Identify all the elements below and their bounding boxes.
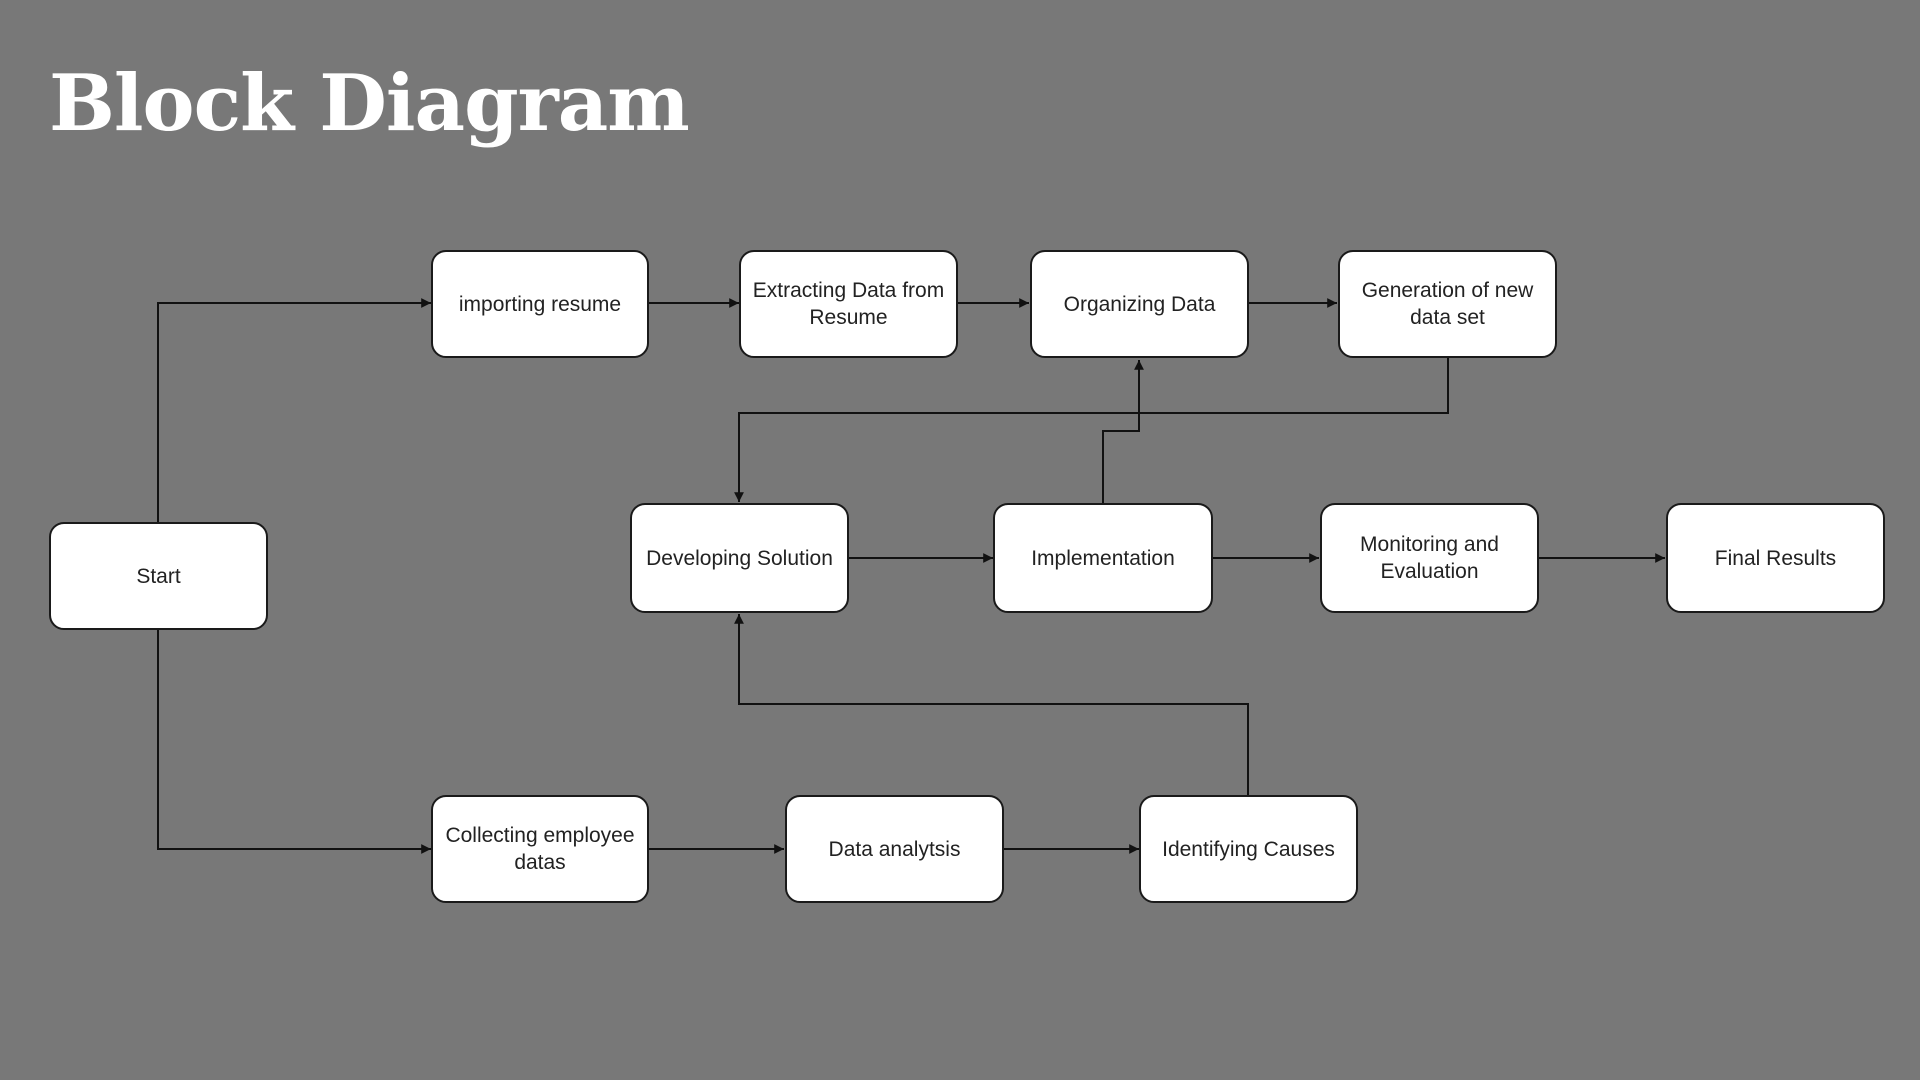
edge-start-to-importing-resume: [157, 298, 431, 522]
edge-implementation-to-organizing-data: [1102, 360, 1144, 503]
node-monitoring-evaluation[interactable]: Monitoring and Evaluation: [1320, 503, 1539, 613]
node-implementation[interactable]: Implementation: [993, 503, 1213, 613]
edge-identifying-causes-to-developing-solution: [734, 614, 1249, 795]
node-start[interactable]: Start: [49, 522, 268, 630]
node-final-results[interactable]: Final Results: [1666, 503, 1885, 613]
edge-generation-new-dataset-to-developing-solution: [734, 358, 1449, 502]
edge-start-to-collecting-employee-datas: [157, 630, 431, 854]
node-identifying-causes[interactable]: Identifying Causes: [1139, 795, 1358, 903]
node-importing-resume[interactable]: importing resume: [431, 250, 649, 358]
node-data-analysis[interactable]: Data analytsis: [785, 795, 1004, 903]
node-organizing-data[interactable]: Organizing Data: [1030, 250, 1249, 358]
page-title: Block Diagram: [49, 58, 690, 149]
node-extracting-data[interactable]: Extracting Data from Resume: [739, 250, 958, 358]
node-generation-new-dataset[interactable]: Generation of new data set: [1338, 250, 1557, 358]
node-developing-solution[interactable]: Developing Solution: [630, 503, 849, 613]
node-collecting-employee-datas[interactable]: Collecting employee datas: [431, 795, 649, 903]
